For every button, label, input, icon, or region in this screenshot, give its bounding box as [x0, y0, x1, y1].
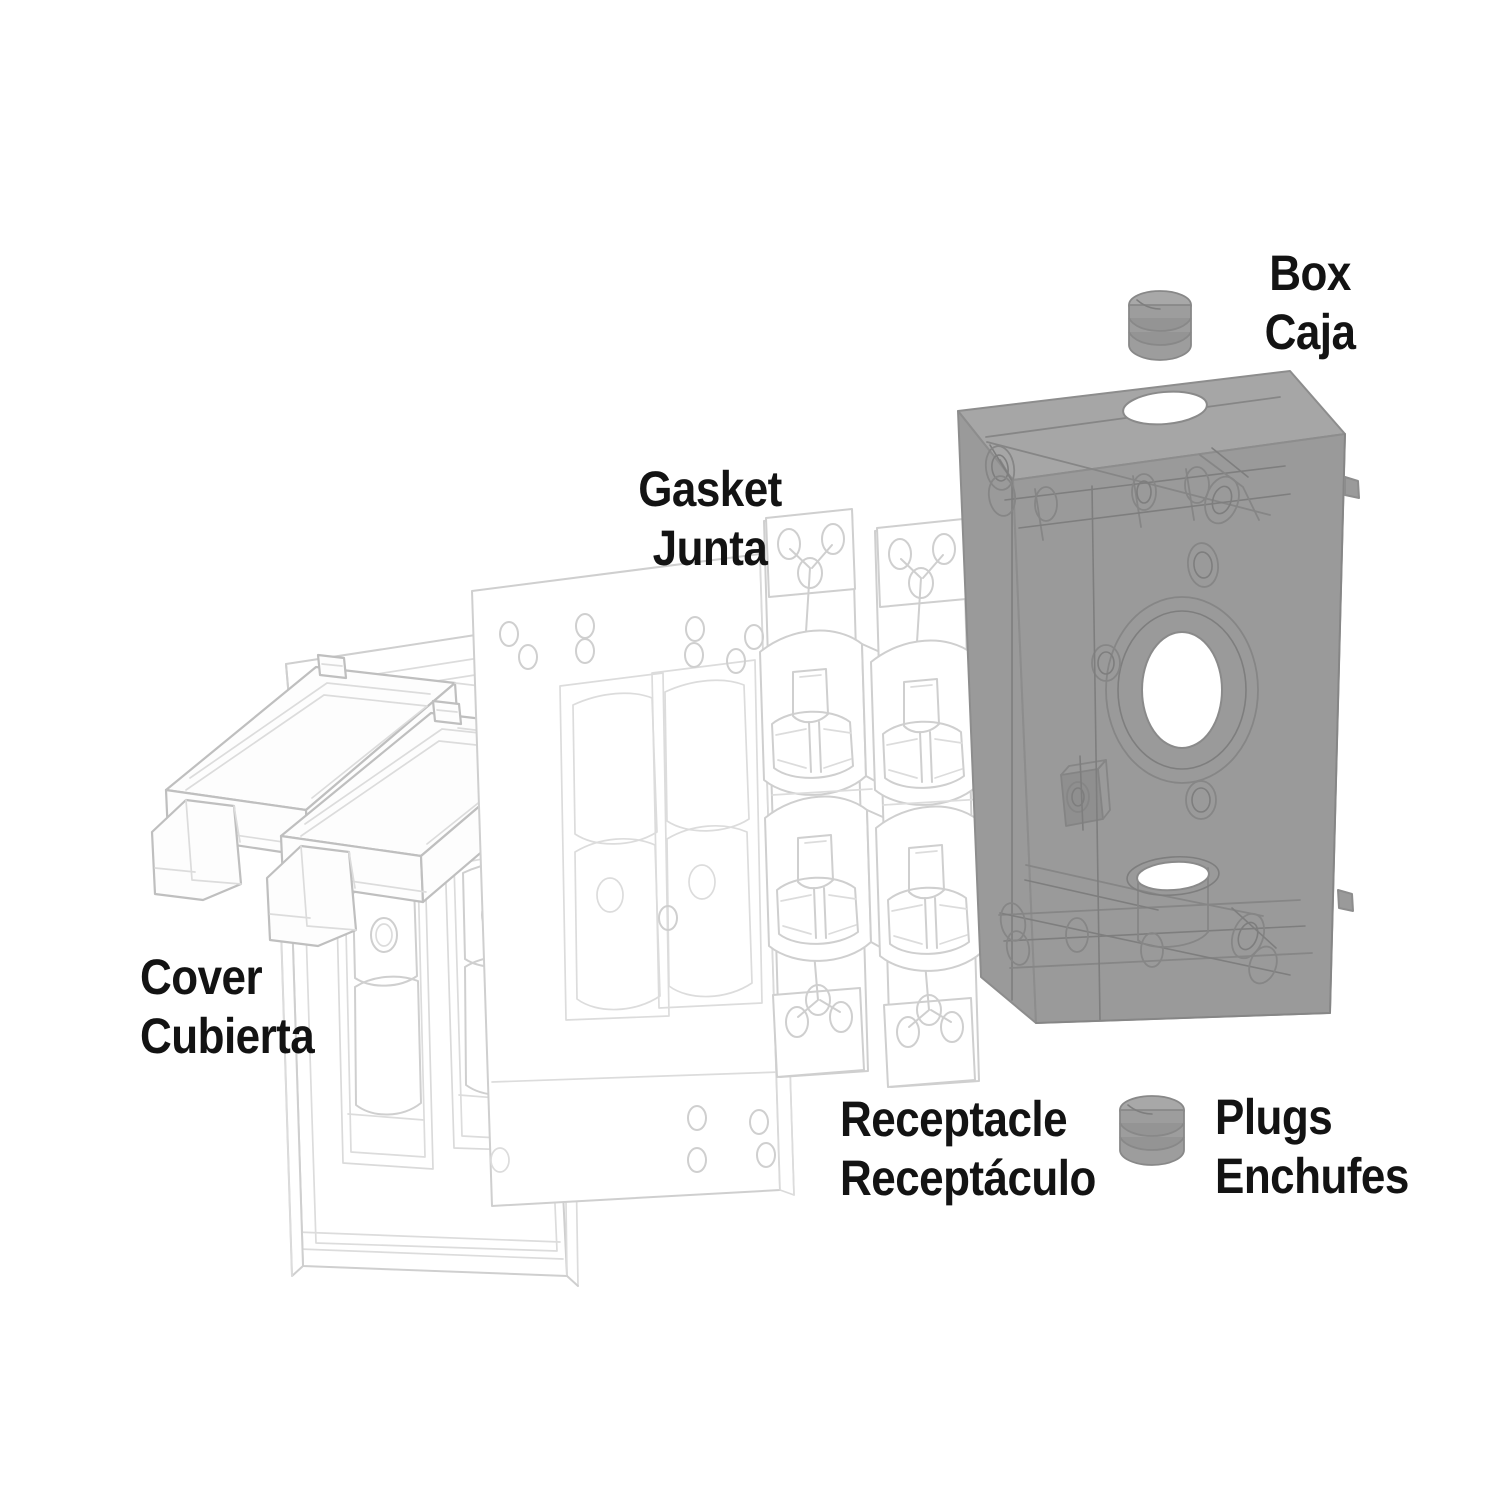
label-gasket: Gasket Junta: [631, 460, 789, 578]
label-receptacle: Receptacle Receptáculo: [840, 1090, 1157, 1208]
label-gasket-es: Junta: [652, 520, 768, 576]
receptacle-right: [870, 518, 1001, 1088]
part-plug-upper: [1128, 290, 1192, 361]
label-plugs-es: Enchufes: [1215, 1148, 1409, 1204]
label-receptacle-en: Receptacle: [840, 1091, 1068, 1147]
label-cover: Cover Cubierta: [140, 948, 430, 1066]
label-cover-en: Cover: [140, 949, 263, 1005]
label-gasket-en: Gasket: [638, 461, 782, 517]
label-box: Box Caja: [1240, 244, 1381, 362]
part-plug-lower: [1119, 1095, 1185, 1166]
label-box-en: Box: [1269, 245, 1351, 301]
part-receptacles: [759, 508, 1001, 1088]
receptacle-left: [759, 508, 890, 1078]
label-plugs: Plugs Enchufes: [1215, 1088, 1497, 1206]
part-gasket: [471, 553, 795, 1207]
label-cover-es: Cubierta: [140, 1008, 315, 1064]
label-receptacle-es: Receptáculo: [840, 1150, 1096, 1206]
part-box: [957, 370, 1360, 1024]
label-plugs-en: Plugs: [1215, 1089, 1333, 1145]
label-box-es: Caja: [1264, 304, 1356, 360]
